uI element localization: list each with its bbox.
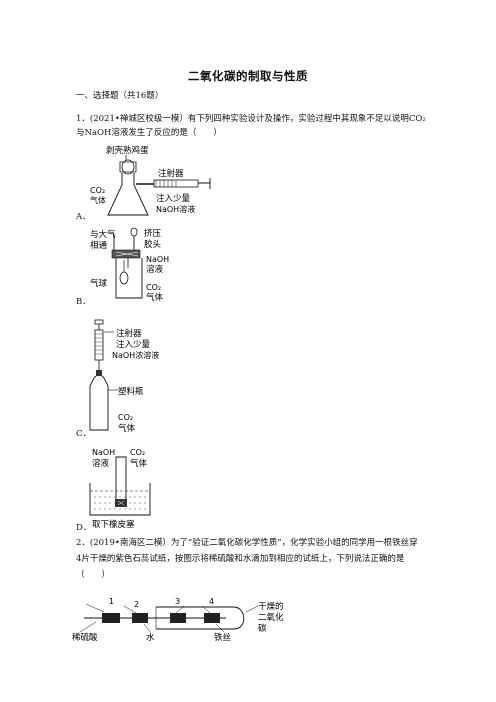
fig-d-solution-label: 溶液 bbox=[92, 458, 110, 469]
fig-a-naoh-label: NaOH溶液 bbox=[156, 204, 195, 214]
option-a-label: A． bbox=[76, 212, 91, 222]
option-b-label: B． bbox=[76, 297, 91, 307]
fig-b-bulb-label: 胶头 bbox=[144, 239, 162, 250]
figure-2-iron-wire-litmus: 1 2 3 4 稀硫酸 水 铁丝 干燥的 二氧化 碳 bbox=[72, 597, 284, 643]
fig2-co2-label-3: 碳 bbox=[258, 623, 267, 634]
page-title: 二氧化碳的制取与性质 bbox=[188, 69, 308, 83]
fig-a-co2-label: CO₂ bbox=[90, 186, 105, 195]
fig-b-gas-label: 气体 bbox=[146, 292, 164, 303]
question-2-line-1: 2．(2019•南海区二模）为了“验证二氧化碳化学性质”，化学实验小组的同学用一… bbox=[76, 538, 418, 548]
fig2-number-4: 4 bbox=[209, 597, 214, 606]
question-2-line-2: 4片干燥的紫色石蕊试纸，按图示将稀硫酸和水滴加到相应的试纸上，下列说法正确的是 bbox=[76, 554, 405, 564]
question-1-line-2: 与NaOH溶液发生了反应的是（ ） bbox=[76, 128, 222, 138]
fig-d-co2-label: CO₂ bbox=[130, 448, 145, 457]
fig-d-naoh-label: NaOH bbox=[92, 448, 115, 457]
fig2-co2-label-1: 干燥的 bbox=[258, 601, 284, 612]
question-2-line-3: （ ） bbox=[76, 570, 111, 580]
figure-b-dropper-balloon: 与大气 相通 挤压 胶头 气球 NaOH 溶液 CO₂ 气体 bbox=[90, 227, 169, 303]
fig2-wire-label: 铁丝 bbox=[214, 632, 232, 643]
fig-d-plug-label: 取下橡皮塞 bbox=[92, 519, 135, 530]
option-c-label: C． bbox=[76, 429, 92, 439]
fig-a-gas-label: 气体 bbox=[90, 195, 106, 205]
figure-c-plastic-bottle: 注射器 注入少量 NaOH浓溶液 塑料瓶 CO₂ 气体 bbox=[89, 319, 159, 434]
option-d-label: D． bbox=[76, 523, 92, 533]
fig-c-gas-label: 气体 bbox=[118, 423, 136, 434]
fig-b-air-label-2: 相通 bbox=[90, 240, 108, 251]
fig-c-co2-label: CO₂ bbox=[118, 413, 133, 422]
section-heading: 一、选择题（共16题） bbox=[76, 91, 164, 101]
fig-c-syringe-label: 注射器 bbox=[116, 328, 142, 339]
fig-a-inject-label: 注入少量 bbox=[156, 193, 191, 204]
fig2-number-2: 2 bbox=[134, 600, 139, 609]
fig-c-naoh-label: NaOH浓溶液 bbox=[112, 350, 159, 360]
fig-a-egg-label: 剥壳熟鸡蛋 bbox=[106, 145, 149, 156]
figure-a-erlenmeyer-syringe: 剥壳熟鸡蛋 CO₂ 气体 注射器 注入少量 NaOH溶液 bbox=[90, 145, 211, 216]
fig-c-inject-label: 注入少量 bbox=[116, 339, 151, 350]
fig-d-gas-label: 气体 bbox=[130, 458, 148, 469]
fig-b-balloon-label: 气球 bbox=[90, 278, 108, 289]
fig2-acid-label: 稀硫酸 bbox=[72, 632, 98, 643]
fig-c-bottle-label: 塑料瓶 bbox=[118, 386, 144, 397]
fig2-number-3: 3 bbox=[175, 597, 180, 606]
fig-b-press-label: 挤压 bbox=[144, 228, 162, 239]
fig-b-solution-label: 溶液 bbox=[146, 264, 164, 275]
fig2-water-label: 水 bbox=[146, 632, 155, 643]
question-1-line-1: 1．(2021•禅城区校级一模）有下列四种实验设计及操作，实验过程中其现象不足以… bbox=[76, 114, 426, 124]
fig2-co2-label-2: 二氧化 bbox=[258, 612, 284, 623]
fig2-number-1: 1 bbox=[109, 597, 114, 606]
fig-b-co2-label: CO₂ bbox=[146, 283, 161, 292]
fig-b-naoh-label: NaOH bbox=[146, 255, 169, 264]
fig-a-syringe-label: 注射器 bbox=[158, 168, 184, 179]
figure-d-inverted-tube-trough: NaOH 溶液 CO₂ 气体 取下橡皮塞 bbox=[89, 448, 151, 530]
fig-b-air-label-1: 与大气 bbox=[90, 229, 116, 240]
